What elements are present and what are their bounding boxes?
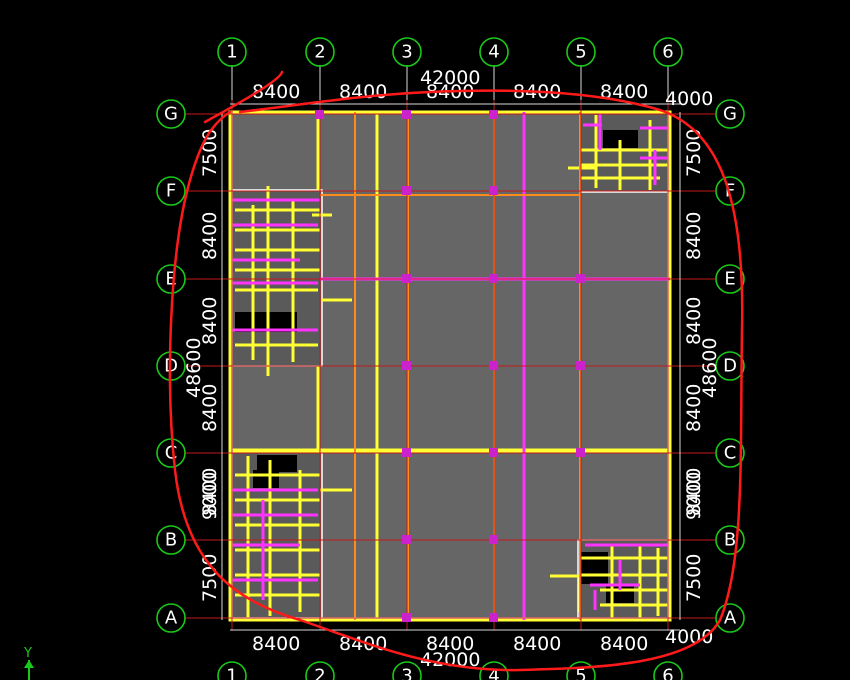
dimension-text: 7500: [683, 554, 705, 602]
axis-label: C: [165, 443, 178, 464]
bottom-dimensions: 8400 8400 8400 8400 8400 42000 4000: [252, 626, 713, 671]
dimension-text: 8400: [199, 384, 221, 432]
axis-label: 3: [401, 42, 412, 63]
axis-bubble-bottom-3: 3: [392, 661, 422, 680]
axis-bubble-left-B: B: [156, 525, 186, 555]
axis-label: 5: [575, 42, 586, 63]
dimension-text: 8400: [683, 384, 705, 432]
axis-bubble-right-C: C: [715, 438, 745, 468]
axis-label: B: [165, 530, 177, 551]
axis-bubble-left-F: F: [156, 176, 186, 206]
dimension-text: 7500: [199, 129, 221, 177]
axis-label: A: [165, 608, 178, 629]
stair-core-bottom-left: [229, 451, 352, 619]
dimension-text: 8400: [199, 468, 221, 516]
axis-bubble-right-F: F: [715, 176, 745, 206]
axis-label: 3: [401, 666, 412, 680]
axis-bubble-left-A: A: [156, 603, 186, 633]
ucs-y-label: Y: [23, 646, 32, 661]
axis-bubble-right-B: B: [715, 525, 745, 555]
axis-label: F: [725, 181, 735, 202]
axis-bubble-left-E: E: [156, 264, 186, 294]
dimension-text: 8400: [600, 81, 648, 103]
axis-bubble-right-E: E: [715, 264, 745, 294]
bottom-axis-bubbles: 1 2 3 4 5 6: [217, 661, 683, 680]
dimension-text: 8400: [683, 212, 705, 260]
axis-bubble-right-G: G: [715, 99, 745, 129]
stair-core-top-left: [229, 186, 352, 376]
axis-bubble-top-5: 5: [566, 37, 596, 67]
axis-bubble-top-6: 6: [653, 37, 683, 67]
dimension-text: 4000: [665, 626, 713, 648]
left-dimensions: 7500 8400 8400 8400 9000 7500 48600 8400: [183, 129, 221, 602]
dimension-text: 9000: [199, 472, 221, 520]
axis-label: 2: [314, 42, 325, 63]
dimension-text: 8400: [199, 297, 221, 345]
dimension-total: 48600: [699, 338, 721, 398]
axis-label: D: [723, 356, 737, 377]
stair-core-top-right: [568, 111, 671, 193]
axis-label: 6: [662, 42, 673, 63]
axis-label: 6: [662, 666, 673, 680]
axis-bubble-top-1: 1: [217, 37, 247, 67]
axis-bubble-right-A: A: [715, 603, 745, 633]
axis-label: 4: [488, 42, 499, 63]
axis-label: G: [164, 104, 178, 125]
axis-bubble-left-C: C: [156, 438, 186, 468]
axis-label: E: [724, 269, 735, 290]
axis-label: 4: [488, 666, 499, 680]
freehand-markup-circle: [168, 70, 744, 672]
axis-bubble-bottom-4: 4: [479, 661, 509, 680]
axis-label: A: [724, 608, 737, 629]
dimension-text: 8400: [683, 468, 705, 516]
dimension-text: 4000: [665, 88, 713, 110]
left-axis-bubbles: G F E D C B A: [156, 99, 186, 633]
axis-label: 1: [226, 42, 237, 63]
axis-label: 2: [314, 666, 325, 680]
dimension-text: 8400: [252, 633, 300, 655]
dimension-total: 48600: [183, 338, 205, 398]
dimension-text: 7500: [199, 554, 221, 602]
axis-bubble-top-4: 4: [479, 37, 509, 67]
right-dimensions: 7500 8400 8400 8400 9000 7500 48600 8400: [683, 129, 721, 602]
dimension-text: 8400: [513, 633, 561, 655]
dimension-text: 7500: [683, 129, 705, 177]
axis-label: 1: [226, 666, 237, 680]
axis-bubble-right-D: D: [715, 351, 745, 381]
axis-bubble-bottom-6: 6: [653, 661, 683, 680]
axis-label: C: [724, 443, 737, 464]
dimension-total: 42000: [420, 649, 480, 671]
column-markers: [315, 110, 585, 622]
dimension-total: 42000: [420, 67, 480, 89]
axis-bubble-top-2: 2: [305, 37, 335, 67]
axis-bubble-left-G: G: [156, 99, 186, 129]
axis-label: E: [165, 269, 176, 290]
axis-label: F: [166, 181, 176, 202]
axis-bubble-bottom-5: 5: [566, 661, 596, 680]
dimension-text: 9000: [683, 472, 705, 520]
axis-bubble-bottom-2: 2: [305, 661, 335, 680]
axis-label: G: [723, 104, 737, 125]
axis-label: 5: [575, 666, 586, 680]
top-axis-bubbles: 1 2 3 4 5 6: [217, 37, 683, 67]
dimension-text: 8400: [426, 633, 474, 655]
right-axis-bubbles: G F E D C B A: [715, 99, 745, 633]
ucs-icon: Y: [23, 646, 34, 680]
axis-bubble-bottom-1: 1: [217, 661, 247, 680]
dimension-text: 8400: [199, 212, 221, 260]
axis-bubble-top-3: 3: [392, 37, 422, 67]
dimension-text: 8400: [683, 297, 705, 345]
axis-label: B: [724, 530, 736, 551]
dimension-text: 8400: [600, 633, 648, 655]
